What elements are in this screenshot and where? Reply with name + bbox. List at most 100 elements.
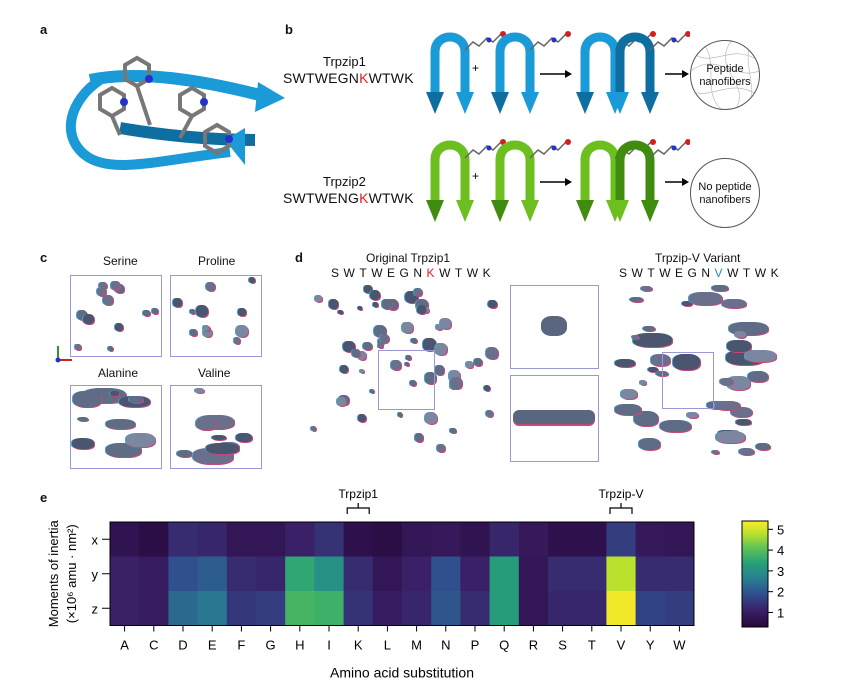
peptide-cluster [414, 287, 423, 296]
peptide-cluster [614, 404, 642, 415]
panel-d-label: d [295, 250, 303, 265]
peptide-cluster [77, 416, 88, 421]
peptide-cluster [357, 351, 366, 360]
heatmap-cell [577, 556, 607, 592]
column-tick-label: S [558, 638, 567, 653]
peptide-cluster [202, 328, 212, 338]
zoom-inset-bottom [510, 375, 599, 462]
annotation-label: Trpzip1 [338, 487, 378, 501]
peptide-cluster [337, 309, 343, 315]
panel-b-label: b [285, 22, 293, 37]
peptide-cluster [483, 384, 491, 392]
column-tick-label: I [327, 638, 331, 653]
heatmap-cell [460, 556, 491, 592]
residue-letter: N [413, 266, 427, 280]
peptide-cluster [386, 298, 399, 311]
peptide-cluster [211, 434, 227, 440]
residue-letter: W [371, 266, 388, 280]
peptide-cluster [726, 376, 751, 390]
peptide-cluster [448, 370, 461, 382]
peptide-cluster [126, 433, 155, 448]
peptide-cluster [422, 338, 436, 352]
residue-letter: W [659, 266, 676, 280]
trpzip-v-seq: SWTWEGNVWTWK [619, 266, 783, 280]
peptide-cluster [359, 368, 365, 374]
colorbar [741, 520, 769, 628]
seq-part: WTWK [368, 190, 414, 206]
peptide-cluster [357, 305, 362, 310]
hairpin-fold [611, 31, 690, 114]
peptide-cluster [712, 450, 719, 455]
original-trpzip1-seq: SWTWEGNKWTWK [331, 266, 495, 280]
peptide-cluster [633, 411, 659, 427]
peptide-cluster [734, 331, 747, 339]
heatmap-cell [226, 522, 257, 557]
heatmap-cell [606, 522, 637, 557]
peptide-cluster [474, 357, 483, 366]
heatmap-cell [489, 522, 520, 557]
peptide-cluster [410, 379, 417, 387]
row-tick-label: x [92, 532, 99, 547]
peptide-cluster [632, 333, 673, 347]
peptide-cluster [640, 380, 647, 385]
peptide-cluster [378, 343, 383, 348]
peptide-cluster [339, 364, 348, 373]
peptide-cluster [310, 425, 317, 432]
column-tick-label: T [588, 638, 596, 653]
peptide-cluster [450, 427, 456, 433]
md-box-valine [170, 385, 262, 469]
heatmap-cell [635, 522, 666, 557]
x-axis-label: Amino acid substitution [330, 665, 474, 681]
peptide-cluster [238, 307, 247, 316]
residue-letter: V [714, 266, 728, 280]
peptide-cluster [640, 285, 653, 291]
peptide-cluster [190, 329, 197, 336]
md-label-valine: Valine [198, 366, 231, 380]
hairpin-fold [491, 139, 571, 222]
peptide-cluster [638, 438, 661, 450]
heatmap-cell [110, 522, 140, 557]
heatmap-cell [372, 556, 403, 592]
peptide-cluster [411, 337, 418, 344]
residue-letter: W [466, 266, 483, 280]
md-box-proline [170, 275, 262, 357]
row-tick-label: y [92, 567, 99, 582]
peptide-cluster [722, 298, 746, 308]
peptide-cluster [425, 411, 438, 425]
colorbar-tick-label: 2 [777, 585, 784, 600]
peptide-cluster [642, 325, 655, 332]
heatmap-cell [256, 522, 286, 557]
heatmap-cell [372, 522, 403, 557]
peptide-cluster [434, 365, 444, 375]
residue-letter: E [675, 266, 688, 280]
column-tick-label: K [354, 638, 363, 653]
heatmap-cell [402, 522, 432, 557]
heatmap-cell [343, 522, 374, 557]
heatmap-cell [372, 591, 403, 626]
peptide-cluster [402, 322, 413, 333]
axis-triad-icon [55, 346, 72, 363]
peptide-cluster [107, 345, 113, 351]
heatmap-cell [548, 522, 578, 557]
peptide-cluster [328, 299, 339, 309]
column-tick-label: H [295, 638, 304, 653]
peptide-cluster [382, 299, 392, 309]
residue-letter: K [770, 266, 784, 280]
heatmap-cell [577, 591, 607, 626]
peptide-cluster [632, 334, 639, 339]
peptide-cluster [364, 285, 372, 293]
hairpin-fold [426, 139, 506, 222]
column-tick-label: Y [646, 638, 655, 653]
md-label-proline: Proline [198, 254, 236, 268]
peptide-cluster [195, 417, 217, 431]
heatmap-cell [577, 522, 607, 557]
peptide-cluster [630, 296, 644, 303]
peptide-cluster [485, 409, 494, 418]
heatmap-cell [664, 556, 695, 592]
residue-letter: T [454, 266, 467, 280]
peptide-cluster [115, 283, 125, 293]
md-snapshot-trpzip1 [310, 285, 510, 460]
column-tick-label: D [178, 638, 187, 653]
peptide-cluster [439, 317, 451, 329]
heatmap-cell [431, 556, 461, 592]
